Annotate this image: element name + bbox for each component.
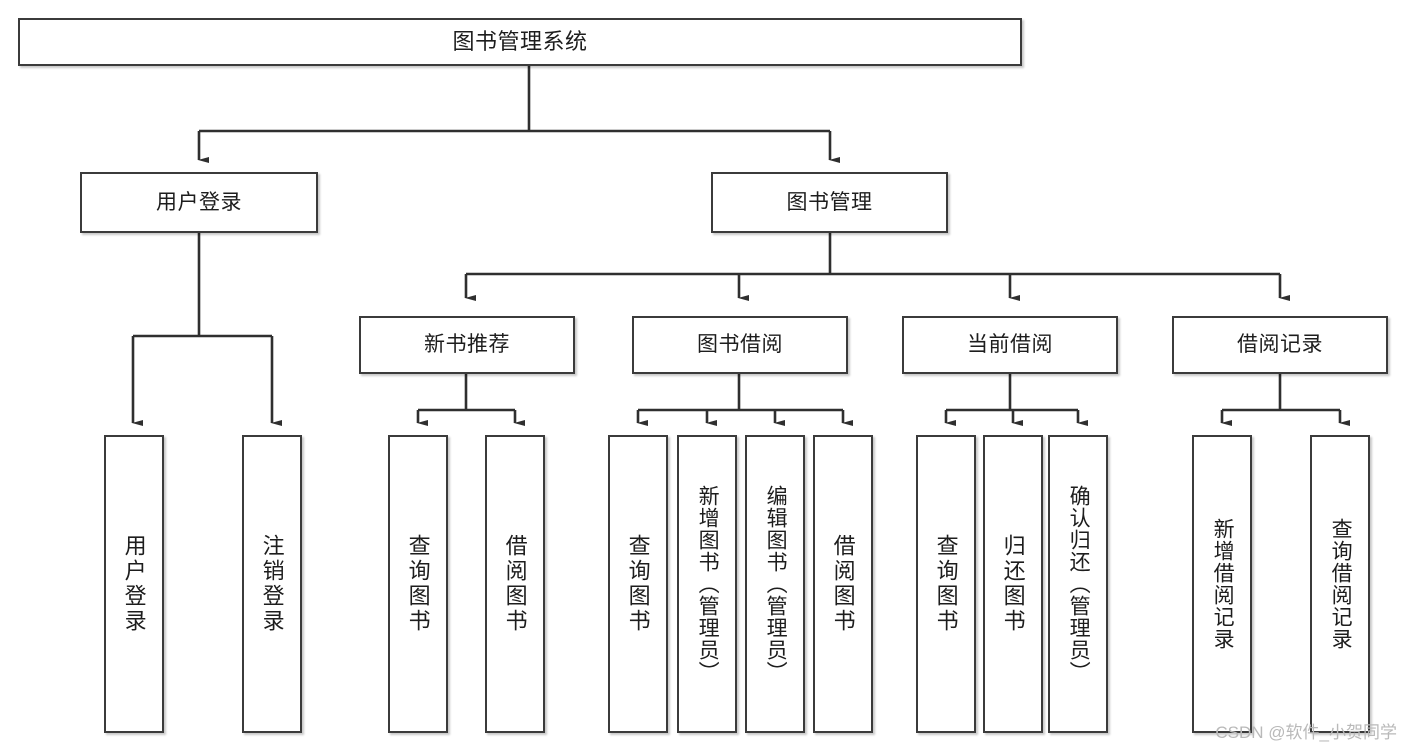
leaf-newbook-query-book[interactable]: 查询图书	[388, 435, 448, 733]
leaf-user-login-label: 用户登录	[121, 534, 147, 634]
leaf-current-query-book-label: 查询图书	[933, 534, 959, 634]
node-root-label: 图书管理系统	[452, 28, 588, 54]
leaf-current-confirm-return-admin-label: 确认归还（管理员）	[1067, 485, 1091, 683]
leaf-borrow-add-book-admin-label: 新增图书（管理员）	[696, 485, 720, 683]
node-borrow-record-label: 借阅记录	[1237, 333, 1323, 357]
node-user-login[interactable]: 用户登录	[80, 172, 318, 233]
leaf-borrow-borrow-book-label: 借阅图书	[830, 534, 856, 634]
leaf-user-logout[interactable]: 注销登录	[242, 435, 302, 733]
node-current-borrow-label: 当前借阅	[967, 333, 1053, 357]
leaf-borrow-edit-book-admin[interactable]: 编辑图书（管理员）	[745, 435, 805, 733]
node-book-borrow[interactable]: 图书借阅	[632, 316, 848, 374]
leaf-borrow-query-book-label: 查询图书	[625, 534, 651, 634]
leaf-current-return-book-label: 归还图书	[1000, 534, 1026, 634]
leaf-newbook-query-book-label: 查询图书	[405, 534, 431, 634]
leaf-user-logout-label: 注销登录	[259, 534, 285, 634]
leaf-newbook-borrow-book[interactable]: 借阅图书	[485, 435, 545, 733]
node-root[interactable]: 图书管理系统	[18, 18, 1022, 66]
leaf-record-query-record[interactable]: 查询借阅记录	[1310, 435, 1370, 733]
watermark-text: CSDN @软件_小贺同学	[1215, 723, 1397, 742]
leaf-newbook-borrow-book-label: 借阅图书	[502, 534, 528, 634]
node-new-book-recommend[interactable]: 新书推荐	[359, 316, 575, 374]
leaf-user-login[interactable]: 用户登录	[104, 435, 164, 733]
leaf-current-return-book[interactable]: 归还图书	[983, 435, 1043, 733]
node-current-borrow[interactable]: 当前借阅	[902, 316, 1118, 374]
leaf-borrow-borrow-book[interactable]: 借阅图书	[813, 435, 873, 733]
node-new-book-recommend-label: 新书推荐	[424, 333, 510, 357]
leaf-record-add-record-label: 新增借阅记录	[1211, 518, 1235, 650]
leaf-current-query-book[interactable]: 查询图书	[916, 435, 976, 733]
leaf-record-query-record-label: 查询借阅记录	[1329, 518, 1353, 650]
node-book-management-label: 图书管理	[786, 190, 873, 214]
leaf-borrow-edit-book-admin-label: 编辑图书（管理员）	[764, 485, 788, 683]
leaf-borrow-add-book-admin[interactable]: 新增图书（管理员）	[677, 435, 737, 733]
node-borrow-record[interactable]: 借阅记录	[1172, 316, 1388, 374]
node-user-login-label: 用户登录	[156, 190, 242, 214]
leaf-borrow-query-book[interactable]: 查询图书	[608, 435, 668, 733]
leaf-current-confirm-return-admin[interactable]: 确认归还（管理员）	[1048, 435, 1108, 733]
node-book-management[interactable]: 图书管理	[711, 172, 948, 233]
node-book-borrow-label: 图书借阅	[697, 333, 783, 357]
leaf-record-add-record[interactable]: 新增借阅记录	[1192, 435, 1252, 733]
